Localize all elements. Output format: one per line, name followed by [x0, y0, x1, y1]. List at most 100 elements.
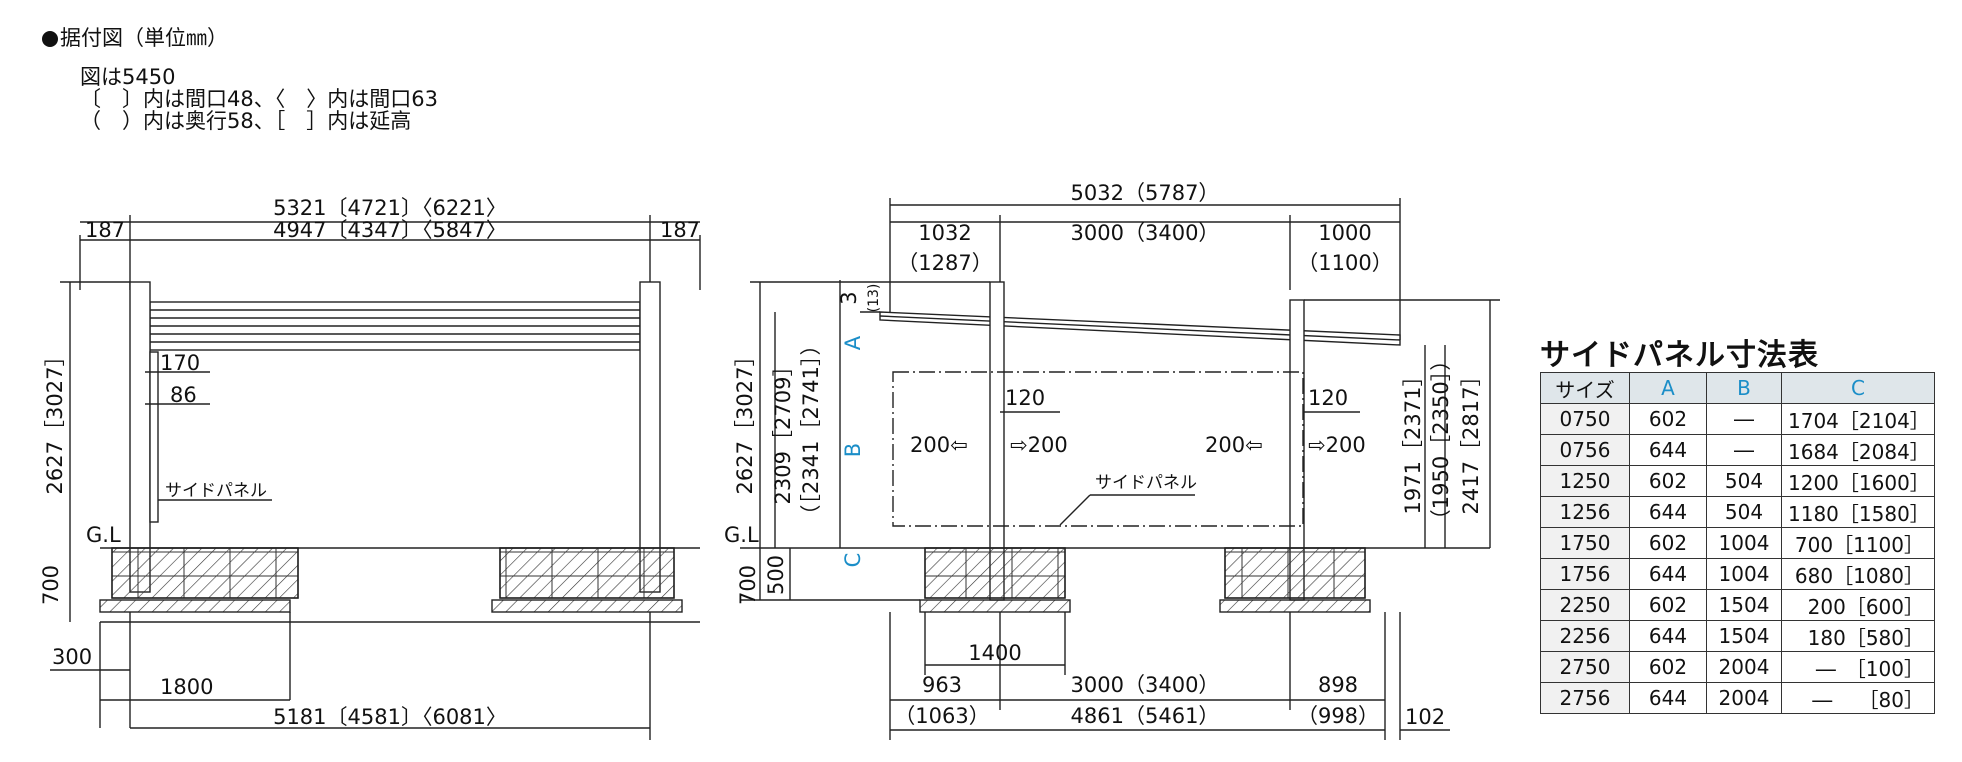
- cell-size: 2756: [1540, 682, 1630, 714]
- cell-size: 1256: [1540, 496, 1630, 528]
- bullet-icon: [42, 31, 58, 47]
- front-foundation-depth: 700: [39, 565, 63, 605]
- cell-b: 504: [1706, 496, 1782, 528]
- side-arrow-200-1: 200⇦: [910, 433, 968, 457]
- cell-c: 1684［2084］: [1781, 434, 1935, 466]
- table-header-row: サイズ A B C: [1540, 372, 1935, 404]
- cell-b: 504: [1706, 465, 1782, 497]
- side-side-panel-label: サイドパネル: [1095, 473, 1197, 493]
- cell-c: 1180［1580］: [1781, 496, 1935, 528]
- cell-a: 602: [1629, 651, 1707, 683]
- cell-b: 2004: [1706, 682, 1782, 714]
- cell-a: 602: [1629, 589, 1707, 621]
- side-height-mid: 2309［2709］: [771, 356, 795, 505]
- cell-a: 602: [1629, 403, 1707, 435]
- side-bottom-total: 4861（5461）: [1071, 704, 1220, 728]
- side-bottom-span: 3000（3400）: [1071, 673, 1220, 697]
- side-arrow-200-4: ⇨200: [1308, 433, 1366, 457]
- cell-size: 0750: [1540, 403, 1630, 435]
- front-dim-86: 86: [170, 383, 197, 407]
- notes: 図は5450 〔 〕内は間口48、〈 〉内は間口63 （ ）内は奥行58、［ ］…: [80, 66, 438, 132]
- cell-c: 1200［1600］: [1781, 465, 1935, 497]
- cell-a: 644: [1629, 434, 1707, 466]
- cell-a: 644: [1629, 496, 1707, 528]
- header-a: A: [1629, 372, 1707, 404]
- cell-size: 2750: [1540, 651, 1630, 683]
- cell-c: 700［1100］: [1781, 527, 1935, 559]
- side-left-overhang-alt: （1287）: [897, 251, 992, 275]
- side-label-a: A: [841, 335, 865, 350]
- heading-text: 据付図（単位㎜）: [60, 26, 228, 50]
- side-right-h3: 2417［2817］: [1459, 366, 1483, 515]
- note-line: （ ）内は奥行58、［ ］内は延高: [80, 109, 412, 133]
- front-dim-170: 170: [160, 351, 200, 375]
- cell-a: 602: [1629, 465, 1707, 497]
- side-right-h1: 1971［2371］: [1401, 366, 1425, 515]
- cell-b: 1504: [1706, 620, 1782, 652]
- note-line: 〔 〕内は間口48、〈 〉内は間口63: [80, 87, 438, 111]
- cell-b: ―: [1706, 434, 1782, 466]
- side-dim-1400: 1400: [968, 641, 1021, 665]
- side-dim-120-left: 120: [1005, 386, 1045, 410]
- cell-b: ―: [1706, 403, 1782, 435]
- side-right-overhang-alt: （1100）: [1297, 251, 1392, 275]
- side-span: 3000（3400）: [1071, 221, 1220, 245]
- side-bottom-left: 963: [922, 673, 962, 697]
- note-line: 図は5450: [80, 65, 176, 89]
- diagram-heading: 据付図（単位㎜）: [42, 26, 228, 50]
- cell-b: 1004: [1706, 527, 1782, 559]
- front-dim-300: 300: [52, 645, 92, 669]
- side-bottom-right-alt: （998）: [1297, 704, 1379, 728]
- header-b: B: [1706, 372, 1782, 404]
- cell-a: 644: [1629, 682, 1707, 714]
- side-bottom-102: 102: [1405, 705, 1445, 729]
- front-base-width: 5181〔4581〕〈6081〉: [273, 705, 507, 729]
- cell-c: ― ［100］: [1781, 651, 1935, 683]
- cell-size: 0756: [1540, 434, 1630, 466]
- side-dim-13: (13): [866, 284, 882, 313]
- side-label-b: B: [841, 443, 865, 457]
- front-height: 2627［3027］: [43, 346, 67, 495]
- cell-c: ― ［80］: [1781, 682, 1935, 714]
- cell-c: 200［600］: [1781, 589, 1935, 621]
- cell-size: 1750: [1540, 527, 1630, 559]
- side-total-depth: 5032（5787）: [1071, 181, 1220, 205]
- front-inner-width: 4947〔4347〕〈5847〉: [273, 218, 507, 242]
- table-title: サイドパネル寸法表: [1540, 338, 1819, 373]
- side-dim-120-right: 120: [1308, 386, 1348, 410]
- side-arrow-200-2: ⇨200: [1010, 433, 1068, 457]
- front-dim-1800: 1800: [160, 675, 213, 699]
- front-total-width: 5321〔4721〕〈6221〉: [273, 196, 507, 220]
- cell-b: 2004: [1706, 651, 1782, 683]
- side-bottom-left-alt: （1063）: [894, 704, 989, 728]
- side-label-c: C: [841, 553, 865, 568]
- front-left-offset: 187: [85, 218, 125, 242]
- side-right-overhang: 1000: [1318, 221, 1371, 245]
- header-size: サイズ: [1540, 372, 1630, 404]
- cell-c: 680［1080］: [1781, 558, 1935, 590]
- cell-a: 644: [1629, 620, 1707, 652]
- cell-size: 2256: [1540, 620, 1630, 652]
- side-left-overhang: 1032: [918, 221, 971, 245]
- cell-a: 644: [1629, 558, 1707, 590]
- front-right-offset: 187: [660, 218, 700, 242]
- cell-b: 1504: [1706, 589, 1782, 621]
- side-foundation-500: 500: [764, 555, 788, 595]
- front-gl-label: G.L: [86, 523, 121, 547]
- cell-c: 1704［2104］: [1781, 403, 1935, 435]
- side-dim-3: 3: [837, 291, 861, 304]
- side-right-h2: （1950［2350］）: [1429, 350, 1453, 530]
- cell-size: 1250: [1540, 465, 1630, 497]
- side-height-outer: 2627［3027］: [733, 346, 757, 495]
- cell-size: 1756: [1540, 558, 1630, 590]
- side-foundation-700: 700: [736, 565, 760, 605]
